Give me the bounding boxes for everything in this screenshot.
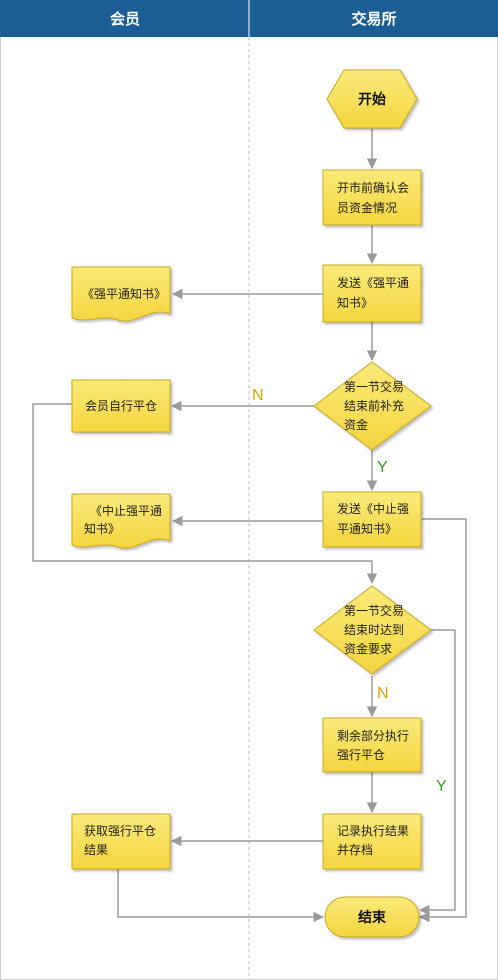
edge-decision2-yes-to-end xyxy=(418,629,456,916)
node-decision-before-end-line3: 资金 xyxy=(344,417,368,432)
node-decision-at-end-line2: 结束时达到 xyxy=(344,623,404,637)
node-member-self-close-label: 会员自行平仓 xyxy=(85,399,157,413)
node-decision-at-end-line1: 第一节交易 xyxy=(344,603,404,618)
node-end-label: 结束 xyxy=(358,909,387,926)
node-start-label: 开始 xyxy=(358,91,386,108)
node-record-results-line1: 记录执行结果 xyxy=(337,824,409,838)
edge-get-results-to-end xyxy=(117,869,325,923)
node-stop-notice-document: 《中止强平通 知书》 xyxy=(71,493,171,549)
connectors xyxy=(32,128,467,923)
node-send-notice-line1: 发送《强平通 xyxy=(337,275,409,290)
node-notice-document-label: 《强平通知书》 xyxy=(82,287,166,301)
node-send-notice-line2: 知书》 xyxy=(337,296,373,310)
node-send-stop-notice-line1: 发送《中止强 xyxy=(337,501,409,516)
node-confirm-funds-line1: 开市前确认会 xyxy=(337,180,409,195)
node-stop-notice-document-line1: 《中止强平通 xyxy=(90,503,162,518)
node-member-self-close: 会员自行平仓 xyxy=(71,379,171,433)
edge-stop-notice-to-end xyxy=(418,518,467,923)
node-send-notice: 发送《强平通 知书》 xyxy=(322,264,422,323)
node-decision-at-end: 第一节交易 结束时达到 资金要求 xyxy=(313,585,432,675)
edge-label-y-stop-notice: Y xyxy=(377,459,388,476)
node-execute-forced-close-line2: 强行平仓 xyxy=(337,748,385,762)
node-decision-before-end: 第一节交易 结束前补充 资金 xyxy=(313,361,432,451)
node-confirm-funds-line2: 员资金情况 xyxy=(337,200,397,215)
node-decision-before-end-line1: 第一节交易 xyxy=(344,379,404,394)
edge-label-n-self-close: N xyxy=(252,387,264,404)
edge-self-close-to-decision2 xyxy=(32,403,378,585)
node-decision-before-end-line2: 结束前补充 xyxy=(344,398,404,413)
lane-title-member: 会员 xyxy=(110,10,140,28)
node-notice-document: 《强平通知书》 xyxy=(71,266,171,322)
node-execute-forced-close: 剩余部分执行 强行平仓 xyxy=(322,717,422,773)
node-stop-notice-document-line2: 知书》 xyxy=(84,522,120,536)
node-get-results: 获取强行平仓 结果 xyxy=(71,813,171,870)
node-end: 结束 xyxy=(324,896,420,938)
node-execute-forced-close-line1: 剩余部分执行 xyxy=(337,728,409,743)
node-start: 开始 xyxy=(326,69,418,129)
node-send-stop-notice-line2: 平通知书》 xyxy=(337,522,397,536)
node-send-stop-notice: 发送《中止强 平通知书》 xyxy=(322,491,422,548)
node-get-results-line2: 结果 xyxy=(84,843,108,857)
node-record-results-line2: 并存档 xyxy=(337,843,373,857)
edge-label-n-execute: N xyxy=(377,685,389,702)
node-get-results-line1: 获取强行平仓 xyxy=(84,824,156,838)
lane-title-exchange: 交易所 xyxy=(351,10,396,28)
node-confirm-funds: 开市前确认会 员资金情况 xyxy=(322,169,422,226)
edge-label-y-end: Y xyxy=(436,778,447,795)
node-record-results: 记录执行结果 并存档 xyxy=(322,813,422,870)
node-decision-at-end-line3: 资金要求 xyxy=(344,641,392,656)
